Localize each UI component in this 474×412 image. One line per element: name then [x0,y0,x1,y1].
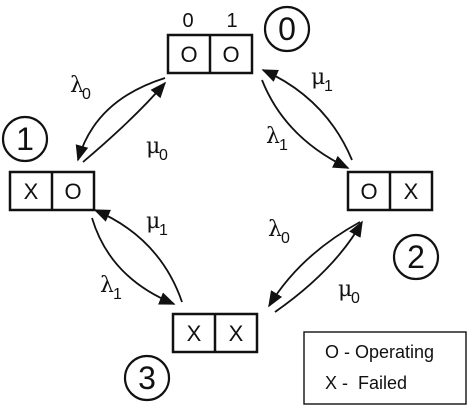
rate-label-1-to-3: λ 1 [100,273,122,303]
transition-arrow-0-to-1 [75,77,166,162]
transition-arrow-2-to-0 [261,69,353,161]
rate-label-1-to-0: μ 0 [146,134,168,164]
transition-arrow-2-to-3 [268,221,361,308]
svg-text:μ: μ [146,209,160,234]
bit-label-1: 1 [226,10,237,32]
svg-text:μ: μ [338,277,352,302]
svg-text:λ: λ [266,124,280,149]
transition-arrow-1-to-3 [91,217,176,305]
svg-text:0: 0 [281,230,290,247]
svg-text:λ: λ [268,217,282,242]
state-3-cell-0: X [187,321,202,346]
svg-text:1: 1 [159,222,168,239]
state-2-cell-0: O [360,179,377,204]
svg-text:0: 0 [351,290,360,307]
state-1: X O 1 [1,115,96,212]
rate-label-2-to-3: λ 0 [268,217,290,247]
state-3-circle [123,354,171,402]
state-0: O O 0 [166,5,311,75]
legend: O - Operating X - Failed [303,331,467,405]
state-1-circle [1,115,49,163]
svg-text:0: 0 [159,147,168,164]
state-3-cell-1: X [229,321,244,346]
svg-text:0: 0 [82,86,91,103]
legend-failed: X - Failed [325,373,407,393]
transition-arrow-1-to-0 [82,81,167,163]
state-2: O X 2 [346,170,440,281]
state-0-number: 0 [278,11,296,47]
state-2-number: 2 [407,239,425,275]
svg-text:1: 1 [113,286,122,303]
svg-text:λ: λ [70,73,84,98]
state-1-number: 1 [16,121,34,157]
transition-arrow-3-to-2 [274,220,363,313]
state-1-cell-0: X [24,179,39,204]
svg-text:1: 1 [279,137,288,154]
state-1-cell-1: O [64,179,81,204]
state-2-circle [392,233,440,281]
state-0-cell-0: O [180,42,197,67]
state-0-cell-1: O [222,42,239,67]
state-3-number: 3 [138,360,156,396]
transition-arrow-3-to-1 [93,209,183,303]
svg-text:λ: λ [100,273,114,298]
rate-label-2-to-0: μ 1 [311,65,333,95]
svg-text:μ: μ [146,134,160,159]
transition-arrow-0-to-2 [261,79,350,169]
state-2-cell-1: X [404,179,419,204]
rate-label-3-to-2: μ 0 [338,277,360,307]
rate-label-0-to-1: λ 0 [70,73,91,103]
legend-operating: O - Operating [325,342,434,362]
svg-text:1: 1 [324,78,333,95]
svg-text:μ: μ [311,65,325,90]
bit-label-0: 0 [182,10,193,32]
state-3: X X 3 [123,312,259,402]
rate-label-0-to-2: λ 1 [266,124,288,154]
rate-label-3-to-1: μ 1 [146,209,168,239]
state-0-circle [263,5,311,53]
